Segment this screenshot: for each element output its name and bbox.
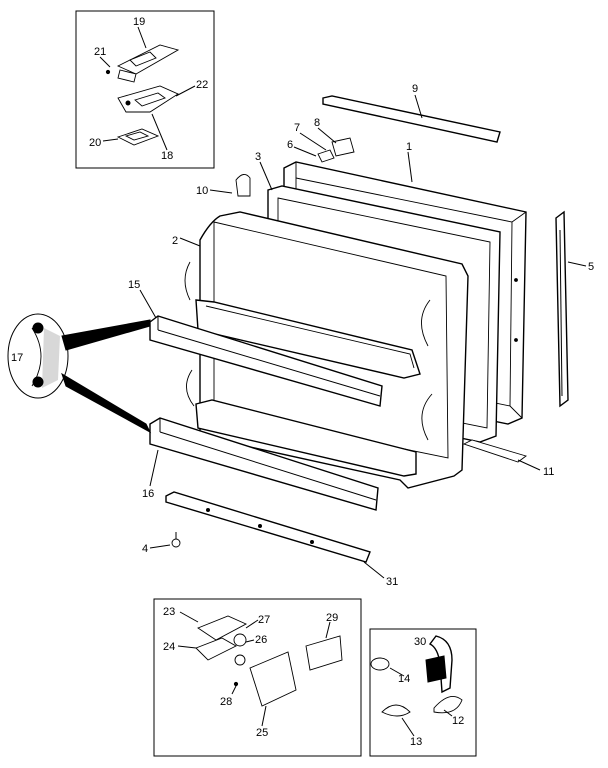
callout-25: 25 — [256, 727, 268, 739]
callout-8: 8 — [314, 117, 320, 129]
part-16-bottom-rail — [149, 417, 379, 511]
callout-6: 6 — [287, 139, 293, 151]
part-15-shelf-rail — [139, 289, 383, 407]
hinge-detail-inset — [75, 10, 215, 169]
callout-17: 17 — [11, 352, 23, 364]
callout-5: 5 — [588, 261, 594, 273]
callout-16: 16 — [142, 488, 154, 500]
part-8-bracket — [331, 137, 355, 157]
part-31-kick-plate — [165, 491, 385, 579]
callout-20: 20 — [89, 137, 101, 149]
callout-7: 7 — [294, 122, 300, 134]
callout-labels: 19 21 22 20 18 9 7 8 6 1 3 10 2 15 17 5 … — [11, 16, 594, 748]
callout-4: 4 — [142, 543, 148, 555]
callout-15: 15 — [128, 279, 140, 291]
part-17-detail-circle — [7, 313, 152, 434]
callout-24: 24 — [163, 641, 175, 653]
part-11-strip — [462, 439, 527, 463]
callout-2: 2 — [172, 235, 178, 247]
callout-23: 23 — [163, 606, 175, 618]
callout-31: 31 — [386, 576, 398, 588]
callout-19: 19 — [133, 16, 145, 28]
callout-3: 3 — [255, 151, 261, 163]
part-5-side-trim — [555, 210, 587, 408]
callout-1: 1 — [406, 141, 412, 153]
part-10-clip — [235, 174, 251, 197]
part-2-inner-liner — [179, 211, 469, 489]
part-9-strip — [322, 95, 501, 143]
part-4-screw — [149, 532, 181, 549]
callout-27: 27 — [258, 614, 270, 626]
callout-10: 10 — [196, 185, 208, 197]
callout-29: 29 — [326, 612, 338, 624]
handle-parts-inset — [369, 628, 477, 757]
hinge-assembly-inset — [153, 598, 362, 757]
callout-21: 21 — [94, 46, 106, 58]
callout-26: 26 — [255, 634, 267, 646]
callout-30: 30 — [414, 636, 426, 648]
callout-12: 12 — [452, 715, 464, 727]
callout-11: 11 — [543, 466, 554, 478]
callout-14: 14 — [398, 673, 410, 685]
callout-13: 13 — [410, 736, 422, 748]
callout-22: 22 — [196, 79, 208, 91]
callout-9: 9 — [412, 83, 418, 95]
callout-18: 18 — [161, 150, 173, 162]
callout-28: 28 — [220, 696, 232, 708]
